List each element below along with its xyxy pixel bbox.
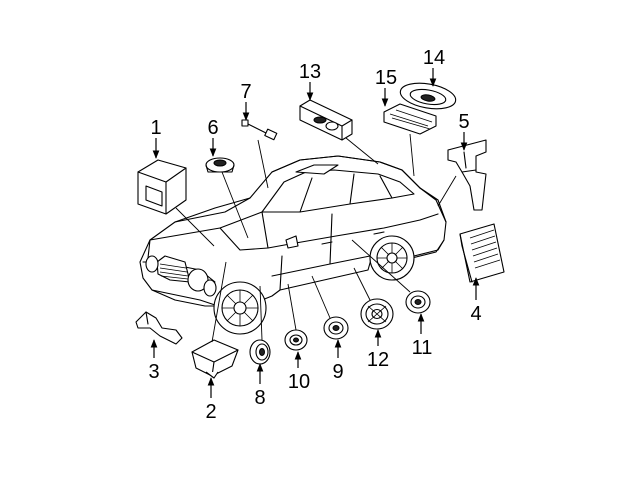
part-4-module xyxy=(459,223,505,283)
callout-4: 4 xyxy=(470,303,481,325)
callout-2: 2 xyxy=(205,401,216,423)
car-illustration xyxy=(139,155,447,335)
callout-10: 10 xyxy=(288,371,310,393)
part-1-amplifier xyxy=(137,159,187,215)
callout-11: 11 xyxy=(412,337,433,359)
part-6-tweeter xyxy=(205,157,235,173)
callout-14: 14 xyxy=(423,47,445,69)
leader-lines xyxy=(175,133,457,343)
part-9-speaker xyxy=(323,316,349,340)
part-14-oval-speaker xyxy=(399,82,457,110)
callout-12: 12 xyxy=(367,349,389,371)
part-11-speaker xyxy=(405,290,431,314)
callout-arrows xyxy=(150,68,480,398)
callout-5: 5 xyxy=(458,111,469,133)
part-12-woofer xyxy=(360,298,394,330)
callout-1: 1 xyxy=(150,117,161,139)
callout-3: 3 xyxy=(148,361,159,383)
callout-6: 6 xyxy=(207,117,218,139)
callout-9: 9 xyxy=(332,361,343,383)
part-2-control-unit xyxy=(191,339,239,379)
part-8-speaker xyxy=(249,339,271,365)
callout-8: 8 xyxy=(254,387,265,409)
part-7-antenna xyxy=(241,119,278,141)
callout-13: 13 xyxy=(299,61,321,83)
part-5-bracket xyxy=(447,139,487,211)
part-3-bracket xyxy=(135,311,183,345)
part-15-speaker-grille xyxy=(383,103,437,135)
part-13-switch-panel xyxy=(299,99,353,141)
callout-15: 15 xyxy=(375,67,397,89)
callout-7: 7 xyxy=(240,81,251,103)
callout-labels: 1 2 3 4 5 6 7 8 9 10 11 12 13 14 15 xyxy=(148,47,481,423)
part-10-speaker xyxy=(284,329,308,351)
